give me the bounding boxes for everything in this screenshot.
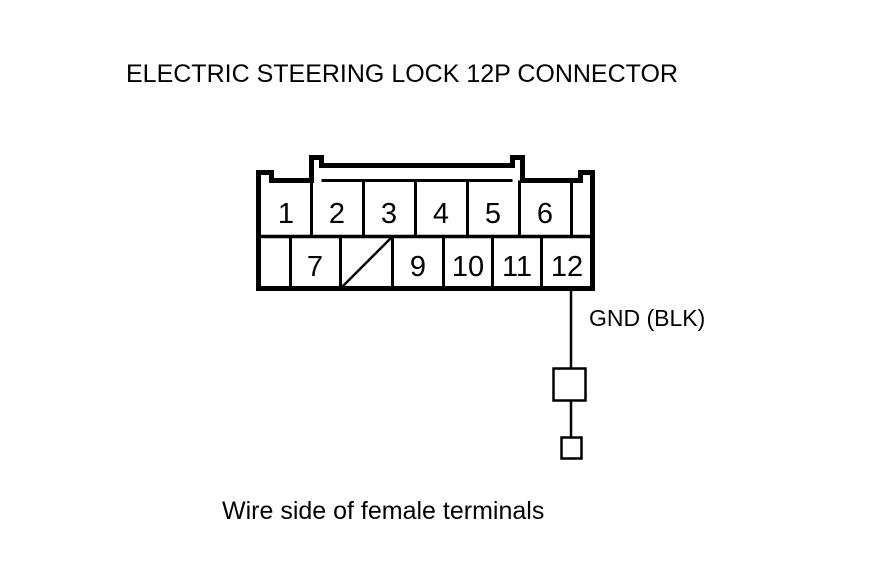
ground-terminal-box-large	[552, 367, 587, 402]
top-row-dividers	[310, 180, 573, 237]
diagram-title: ELECTRIC STEERING LOCK 12P CONNECTOR	[126, 60, 678, 88]
pin-label-4: 4	[433, 198, 449, 230]
bottom-row-dividers	[289, 236, 543, 289]
pin-label-1: 1	[278, 198, 294, 230]
ground-terminal-box-small	[560, 436, 583, 460]
housing-outline	[256, 155, 595, 291]
bottom-row-pin-labels: 7 9 10 11 12	[307, 251, 583, 283]
diagram-caption: Wire side of female terminals	[222, 497, 544, 525]
top-row-pin-labels: 1 2 3 4 5 6	[278, 198, 553, 230]
pin-label-7: 7	[307, 251, 323, 283]
pin-label-9: 9	[410, 251, 426, 283]
pin-label-11: 11	[502, 251, 532, 283]
pin-label-2: 2	[329, 198, 345, 230]
pin-label-12: 12	[551, 251, 583, 283]
ground-wire-label: GND (BLK)	[589, 305, 705, 331]
pin-label-6: 6	[537, 198, 553, 230]
pin-label-10: 10	[452, 251, 484, 283]
blank-terminal-slash-icon	[341, 237, 392, 288]
pin-label-3: 3	[381, 198, 397, 230]
pin-label-5: 5	[485, 198, 501, 230]
